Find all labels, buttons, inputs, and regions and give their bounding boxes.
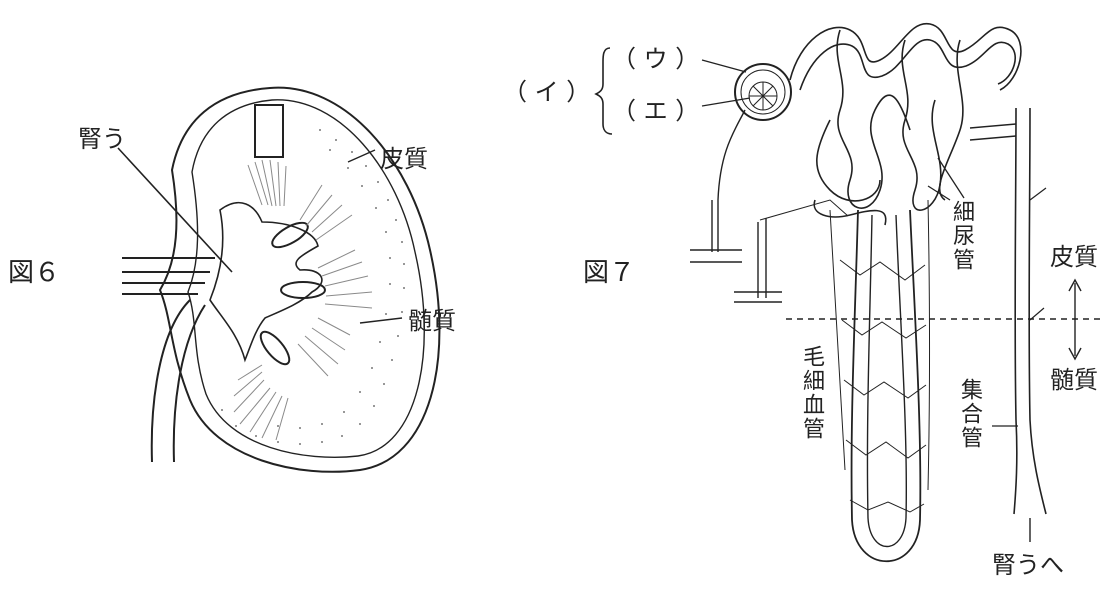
pelvis-leader-line bbox=[117, 147, 233, 273]
collecting-duct-left bbox=[1013, 107, 1018, 515]
tubule-leader-line bbox=[927, 185, 951, 201]
bowman-capsule-inner bbox=[740, 69, 786, 115]
nephron-drawing bbox=[594, 23, 1104, 563]
collecting-duct-label: 集合管 bbox=[957, 378, 982, 450]
bowman-capsule bbox=[734, 63, 792, 121]
collecting-duct-right bbox=[1028, 107, 1047, 515]
henle-loop-inner bbox=[866, 214, 908, 547]
figure7-caption: 図７ bbox=[583, 258, 636, 288]
tubule-label: 細尿管 bbox=[949, 200, 974, 272]
papilla-shape bbox=[259, 330, 291, 366]
ureter-outline bbox=[150, 299, 191, 463]
to-pelvis-label: 腎うへ bbox=[992, 551, 1064, 579]
u-leader-line bbox=[701, 59, 747, 73]
convoluted-tubule bbox=[789, 23, 1022, 226]
glomerulus-shape bbox=[748, 81, 778, 111]
kidney-outer-outline bbox=[158, 86, 441, 473]
cortex-stipple bbox=[221, 129, 405, 445]
boundary-arrowheads bbox=[1068, 278, 1082, 361]
renal-pelvis-cavity bbox=[209, 201, 323, 363]
pelvis-label: 腎う bbox=[78, 125, 126, 153]
figure6-caption: 図６ bbox=[8, 258, 61, 288]
e-leader-line bbox=[701, 97, 751, 107]
collecting-duct-branch bbox=[1029, 187, 1047, 321]
arteriole-branch bbox=[734, 218, 782, 303]
collecting-duct-branch bbox=[969, 123, 1017, 129]
capillary-label: 毛細血管 bbox=[799, 345, 824, 441]
part-u-label: （ ウ ） bbox=[612, 45, 700, 73]
medulla-label-fig6: 髄質 bbox=[408, 307, 456, 335]
arteriole-line bbox=[717, 109, 746, 252]
arteriole-branch bbox=[690, 249, 742, 263]
cortex-label-fig6: 皮質 bbox=[380, 145, 428, 173]
kidney-inner-outline bbox=[187, 99, 425, 458]
enlarged-region-box bbox=[254, 104, 284, 158]
papilla-shape bbox=[280, 281, 326, 299]
medulla-pyramid-shading bbox=[233, 159, 373, 441]
tubule-leader-line bbox=[937, 157, 965, 199]
part-e-label: （ エ ） bbox=[612, 97, 700, 125]
medulla-label-fig7: 髄質 bbox=[1050, 366, 1098, 394]
capillary-network bbox=[759, 199, 930, 513]
medulla-leader-line bbox=[359, 317, 403, 324]
ureter-outline bbox=[172, 304, 206, 463]
henle-loop-outer bbox=[850, 209, 922, 563]
collecting-duct-branch bbox=[969, 135, 1017, 141]
cortex-label-fig7: 皮質 bbox=[1050, 243, 1098, 271]
kidney-drawing bbox=[117, 86, 441, 473]
group-i-label: （ イ ） bbox=[503, 78, 591, 106]
cortex-leader-line bbox=[347, 149, 376, 163]
bracket-i bbox=[594, 47, 613, 135]
